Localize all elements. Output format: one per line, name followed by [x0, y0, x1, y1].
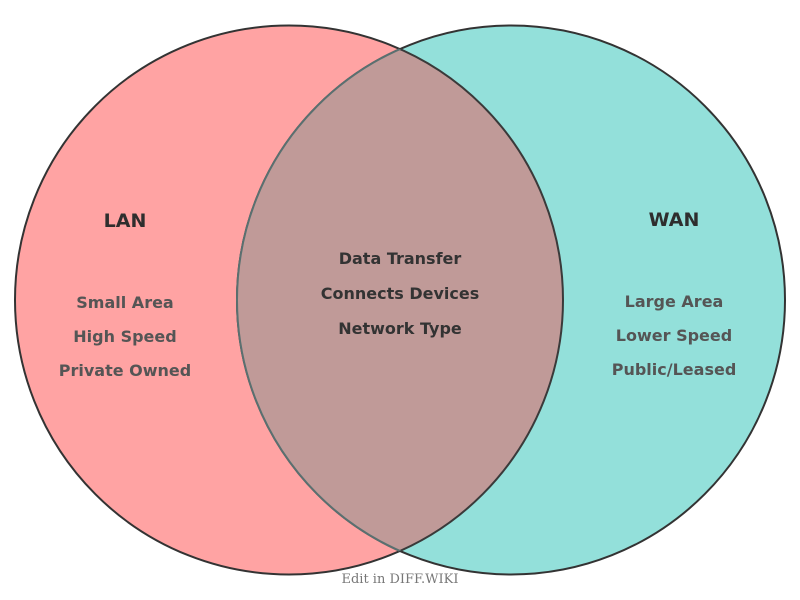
- shared-item: Network Type: [338, 319, 462, 338]
- wan-title: WAN: [648, 209, 700, 231]
- lan-item: High Speed: [73, 327, 177, 346]
- wan-item: Lower Speed: [615, 326, 733, 345]
- intersection-region: [237, 25, 563, 575]
- wan-circle-inner-outline: [236, 25, 563, 575]
- lan-item: Small Area: [76, 293, 174, 312]
- lan-item: Private Owned: [58, 361, 192, 380]
- shared-item: Data Transfer: [338, 249, 462, 268]
- shared-item: Connects Devices: [320, 284, 480, 303]
- edit-link[interactable]: Edit in DIFF.WIKI: [341, 572, 459, 587]
- lan-circle-outline: [237, 25, 564, 575]
- lan-title: LAN: [103, 210, 147, 232]
- wan-item: Large Area: [624, 292, 724, 311]
- wan-item: Public/Leased: [611, 360, 737, 379]
